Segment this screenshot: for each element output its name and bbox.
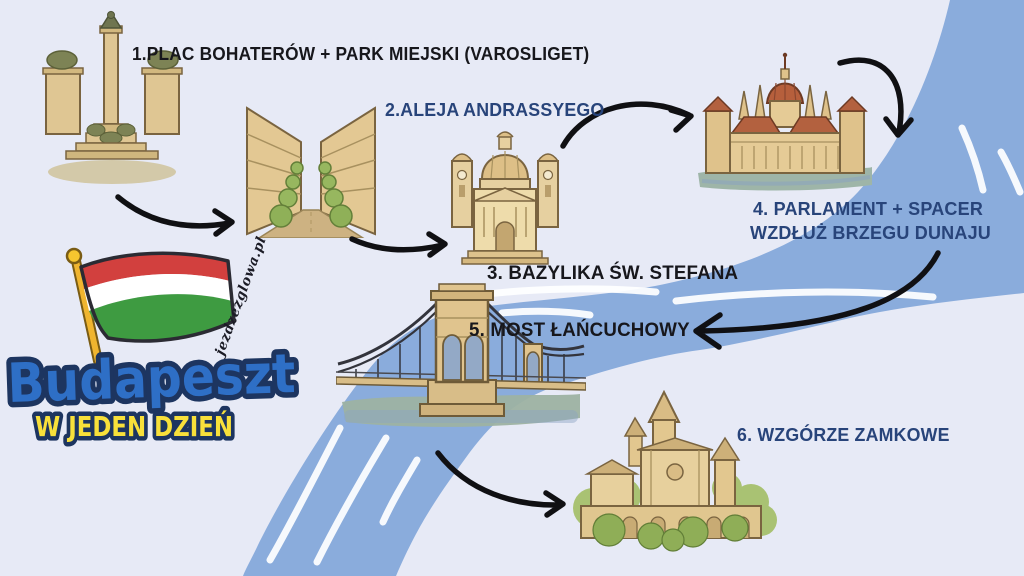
stop-label-4-line-2: WZDŁUŻ BRZEGU DUNAJU [750,223,991,243]
stop-label-3: 3. BAZYLIKA ŚW. STEFANA [487,262,739,284]
stop-label-5: 5. MOST ŁAŃCUCHOWY [469,319,690,341]
st-stephens-basilica-illustration [451,131,559,265]
stop-label-2: 2.ALEJA ANDRASSYEGO [385,99,605,120]
castle-hill-illustration [573,390,777,552]
andrassy-avenue-illustration [246,106,376,238]
hungarian-parliament-illustration [698,52,872,191]
heroes-square-monument-illustration [42,10,183,184]
poster-title: Budapeszt [6,342,296,415]
stop-label-6: 6. WZGÓRZE ZAMKOWE [737,424,950,445]
arrow-stop1-to-stop2 [115,194,235,237]
stop-label-4-line-1: 4. PARLAMENT + SPACER [752,199,984,219]
stop-label-4: 4. PARLAMENT + SPACER WZDŁUŻ BRZEGU DUNA… [750,197,991,245]
stop-label-1: 1.PLAC BOHATERÓW + PARK MIEJSKI (VAROSLI… [132,44,590,64]
arrow-stop5-to-stop6 [435,450,566,518]
chain-bridge-illustration [336,283,586,427]
hungary-flag-icon [65,247,236,366]
poster-subtitle: W JEDEN DZIEŃ [35,409,233,443]
poster-title-lockup: Budapeszt W JEDEN DZIEŃ [1,337,302,448]
